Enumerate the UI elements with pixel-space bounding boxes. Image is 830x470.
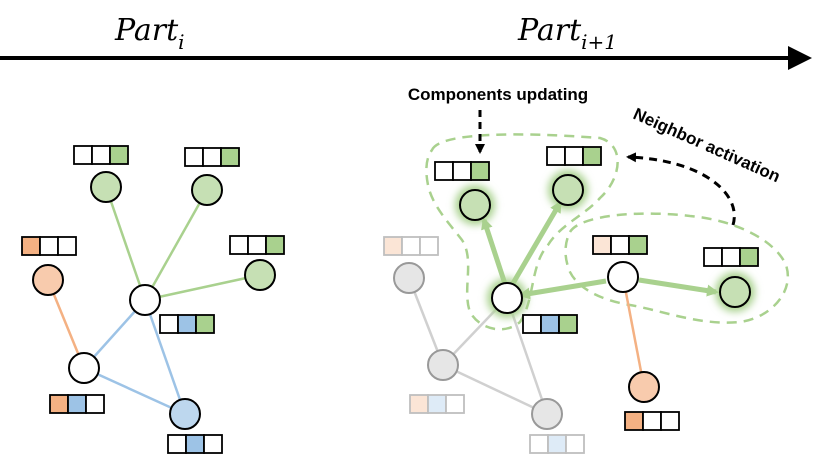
edge (83, 366, 186, 416)
component-vector-faded (409, 394, 465, 414)
component-vector (624, 411, 680, 431)
graph-node-green (191, 174, 223, 206)
graph-node-faded (427, 349, 459, 381)
component-vector (703, 247, 759, 267)
edge (442, 363, 548, 416)
graph-node-faded (393, 262, 425, 294)
neighbor-activation-label: Neighbor activation (630, 104, 783, 186)
component-vector (592, 235, 648, 255)
left-graph (21, 145, 285, 454)
part-i-label: Parti (114, 13, 185, 54)
graph-node-green (459, 189, 491, 221)
right-graph (383, 133, 789, 454)
propagation-arrow (518, 278, 607, 300)
graph-node-orange (32, 264, 64, 296)
component-vector (184, 147, 240, 167)
graph-node-green (552, 174, 584, 206)
component-vector (21, 236, 77, 256)
graph-node-faded (531, 398, 563, 430)
graph-node-center (129, 284, 161, 316)
graph-node-green (90, 171, 122, 203)
component-vector (522, 314, 578, 334)
component-vector (49, 394, 105, 414)
component-vector (167, 434, 223, 454)
propagation-arrow (481, 217, 508, 285)
propagation-arrow (509, 200, 563, 287)
component-vector-faded (529, 434, 585, 454)
propagation-arrow (638, 277, 719, 297)
edge (144, 273, 261, 302)
neighbor-activation-arrow (626, 152, 736, 226)
component-vector (229, 235, 285, 255)
component-vector (434, 161, 490, 181)
edge (104, 186, 147, 301)
graph-node-center (491, 282, 523, 314)
graph-node-white (607, 261, 639, 293)
timeline-arrowhead (788, 46, 812, 70)
graph-node-white (68, 352, 100, 384)
graph-node-orange (628, 371, 660, 403)
update-region-right (564, 212, 789, 324)
component-vector (159, 314, 215, 334)
update-region-left (425, 133, 619, 331)
component-vector (73, 145, 129, 165)
components-updating-label: Components updating (408, 85, 588, 104)
graph-node-green (719, 276, 751, 308)
edge (143, 299, 187, 415)
part-i-plus-1-label: Parti+1 (517, 13, 617, 54)
component-vector (546, 146, 602, 166)
edge (505, 297, 549, 415)
graph-node-blue (169, 398, 201, 430)
edge (621, 276, 646, 388)
edge (143, 189, 209, 301)
graph-node-green (244, 259, 276, 291)
component-vector-faded (383, 236, 439, 256)
